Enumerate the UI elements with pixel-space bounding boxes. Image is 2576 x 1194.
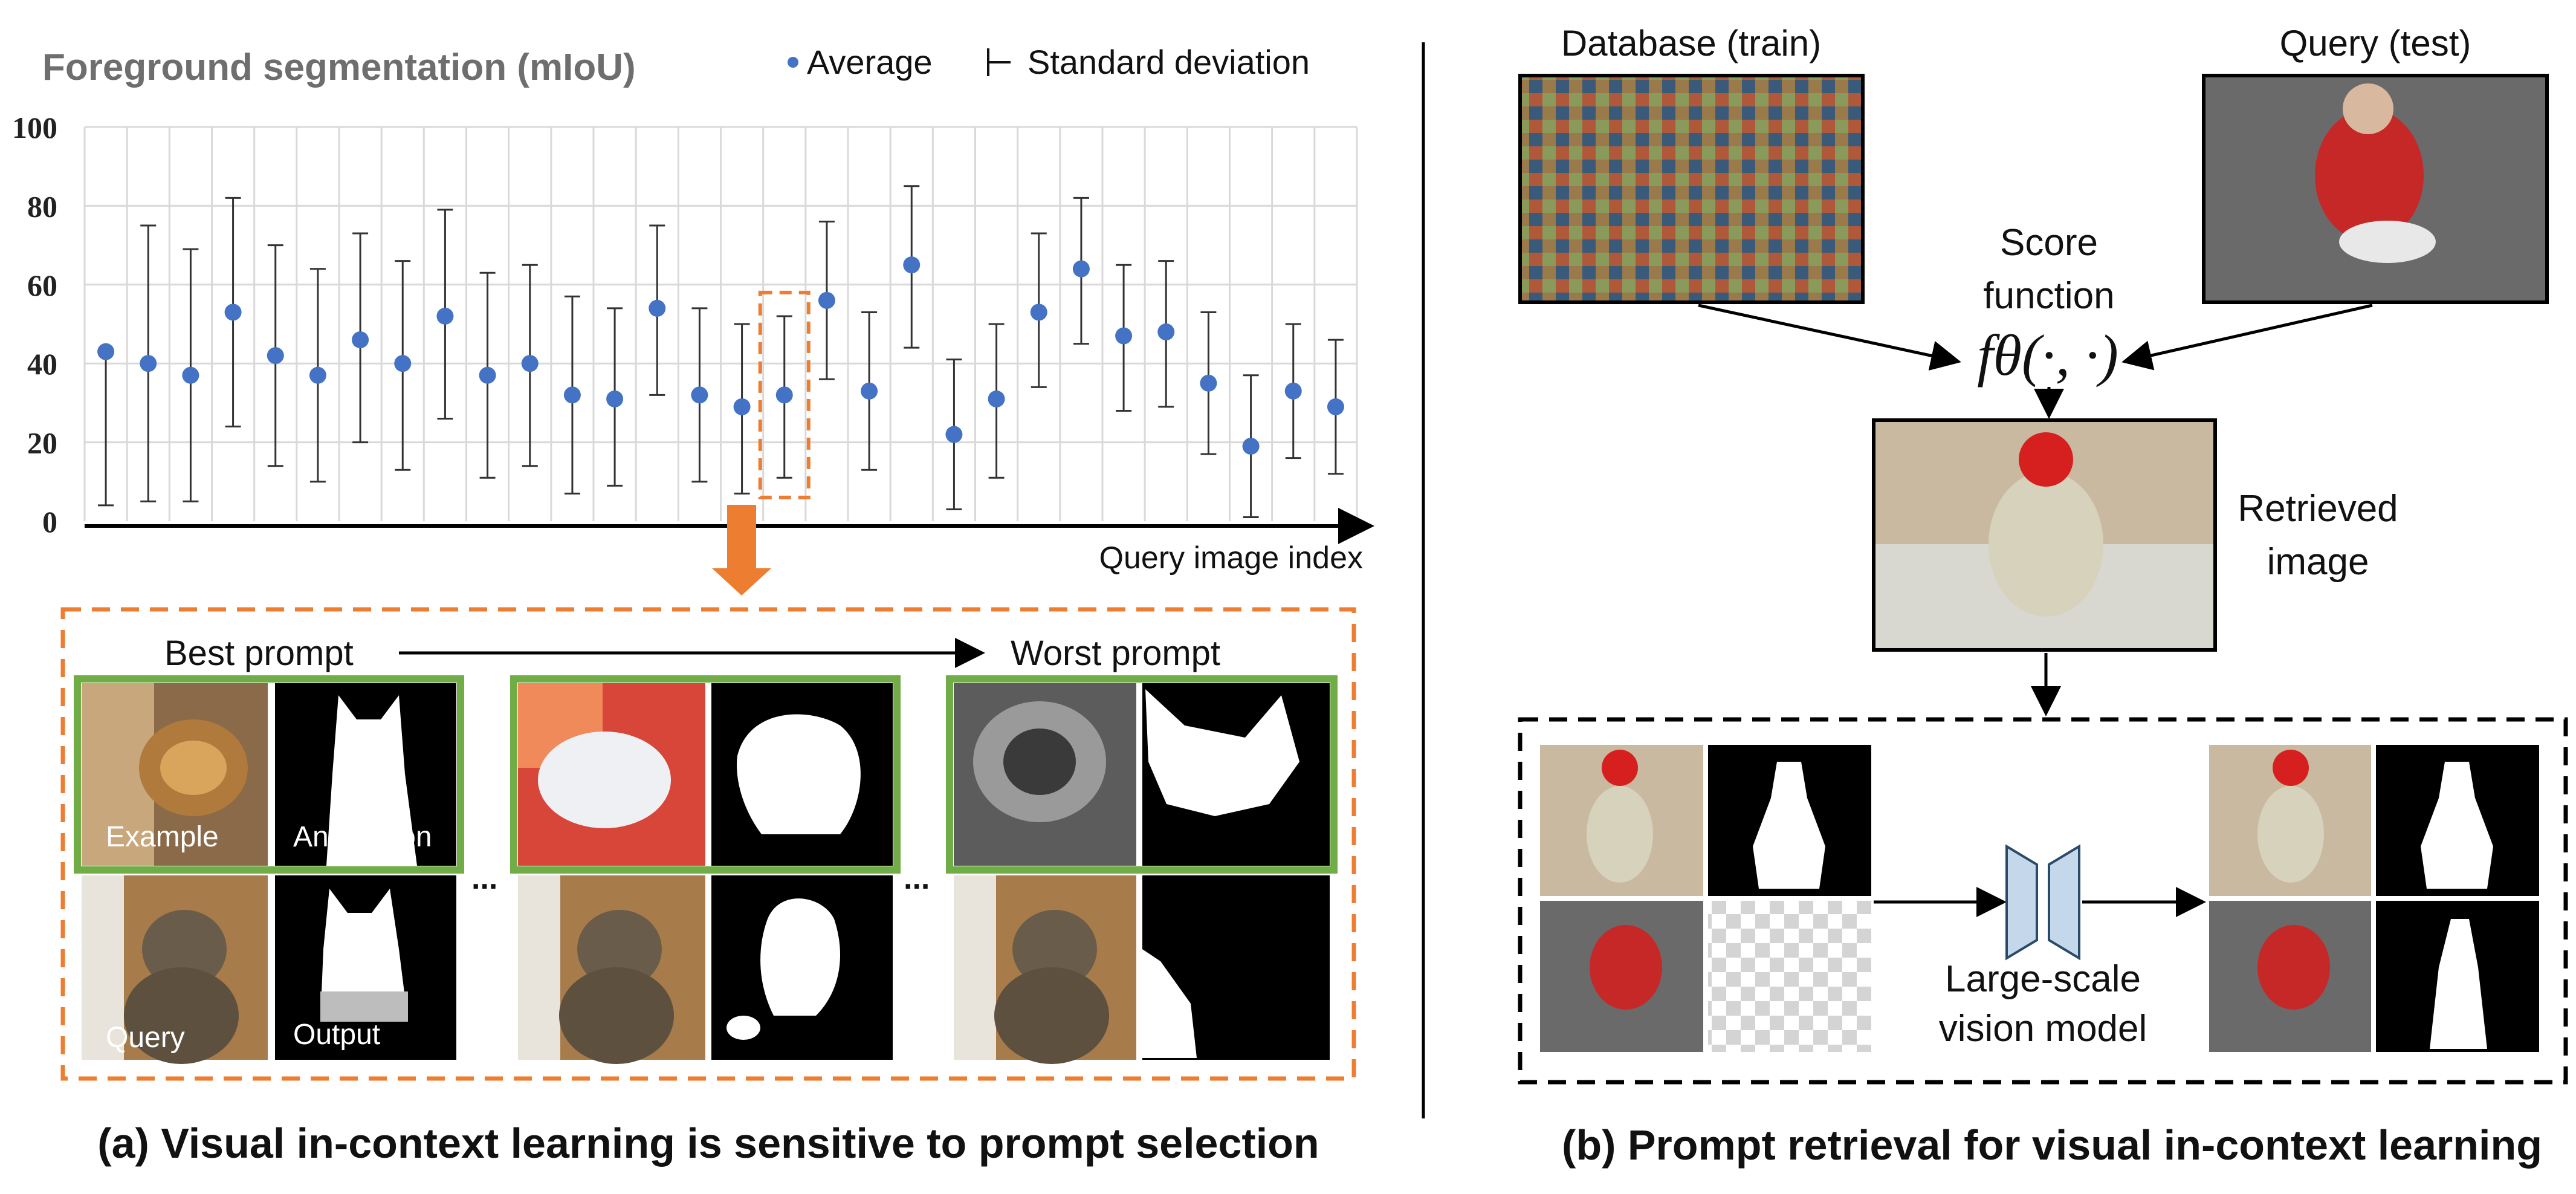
- query-test-image: [2202, 74, 2549, 304]
- average-points: [97, 256, 1344, 455]
- database-to-score-arrow: [1698, 303, 1961, 371]
- ellipsis: ...: [471, 861, 497, 896]
- average-point: [1327, 398, 1344, 415]
- highlight-rect: [758, 290, 811, 499]
- prompt-border: [946, 675, 1338, 874]
- average-point: [861, 382, 878, 400]
- prompt-border: [74, 675, 464, 874]
- ellipsis: ...: [904, 861, 930, 896]
- average-point: [988, 390, 1005, 407]
- legend-average-marker: [788, 57, 798, 68]
- average-point: [733, 398, 751, 415]
- example-label: Example: [106, 821, 219, 853]
- chart-legend: Average Standard deviation: [788, 43, 1310, 81]
- average-point: [903, 256, 921, 274]
- average-point: [352, 331, 369, 349]
- y-tick-label: 100: [12, 111, 57, 144]
- average-point: [1200, 374, 1217, 392]
- average-point: [563, 386, 581, 404]
- average-point: [140, 355, 157, 372]
- average-point: [1284, 382, 1302, 400]
- model-label-1: Large-scale: [1945, 958, 2141, 1000]
- prompt-border: [510, 675, 901, 874]
- average-point: [1072, 260, 1090, 277]
- average-point: [267, 347, 284, 365]
- vision-model-icon: [2005, 844, 2080, 961]
- average-point: [394, 355, 412, 372]
- model-label-2: vision model: [1939, 1008, 2147, 1050]
- y-tick-label: 40: [27, 347, 57, 381]
- average-point: [224, 303, 242, 321]
- y-tick-label: 20: [27, 426, 57, 460]
- y-axis-ticks: 0 20 40 60 80 100: [12, 111, 57, 539]
- average-point: [818, 291, 835, 309]
- score-formula: fθ(·, ·): [1977, 323, 2118, 388]
- average-point: [479, 366, 496, 384]
- model-input-grid: [1540, 745, 1871, 1052]
- prompt-worst: [946, 675, 1338, 1064]
- database-label: Database (train): [1561, 23, 1821, 63]
- average-point: [521, 355, 539, 372]
- annotation-label: Annotation: [293, 821, 432, 853]
- chart-gridlines: [83, 126, 1358, 521]
- output-label: Output: [293, 1019, 380, 1051]
- x-axis-label: Query image index: [1099, 540, 1363, 576]
- query-to-score-arrow: [2121, 303, 2373, 371]
- average-point: [649, 299, 666, 317]
- legend-average-label: Average: [807, 43, 933, 81]
- query-label: Query: [106, 1022, 185, 1054]
- score-label-1: Score: [2000, 222, 2098, 264]
- retrieved-image: [1872, 418, 2217, 652]
- y-tick-label: 60: [27, 268, 57, 302]
- best-prompt-label: Best prompt: [164, 634, 354, 673]
- average-point: [775, 386, 793, 404]
- database-image: [1518, 74, 1865, 304]
- average-point: [1115, 327, 1133, 345]
- average-point: [309, 366, 326, 384]
- retrieved-label-1: Retrieved: [2238, 488, 2398, 530]
- average-point: [436, 307, 454, 325]
- legend-std-label: Standard deviation: [1027, 43, 1310, 81]
- average-point: [1242, 438, 1260, 455]
- average-point: [1157, 323, 1175, 341]
- prompt-best: Example Annotation Query Output: [74, 675, 464, 1064]
- chart-title: Foreground segmentation (mIoU): [42, 47, 636, 88]
- average-point: [97, 343, 115, 360]
- average-point: [945, 426, 963, 443]
- query-test-label: Query (test): [2280, 23, 2471, 63]
- average-point: [1030, 303, 1047, 321]
- model-output-grid: [2209, 745, 2539, 1052]
- worst-prompt-label: Worst prompt: [1011, 634, 1220, 673]
- y-tick-label: 0: [42, 505, 57, 539]
- chart: Foreground segmentation (mIoU) Average S…: [12, 43, 1374, 576]
- score-label-2: function: [1983, 275, 2114, 317]
- y-tick-label: 80: [27, 189, 57, 223]
- caption-a: (a) Visual in-context learning is sensit…: [97, 1120, 1319, 1167]
- average-point: [691, 386, 708, 404]
- average-point: [182, 366, 199, 384]
- prompt-examples-box: [60, 607, 1356, 1081]
- prompt-middle: [510, 675, 901, 1064]
- average-point: [606, 390, 624, 407]
- inference-box: [1518, 717, 2568, 1085]
- retrieved-label-2: image: [2267, 541, 2369, 583]
- highlight-down-arrow: [712, 505, 771, 595]
- caption-b: (b) Prompt retrieval for visual in-conte…: [1562, 1121, 2542, 1169]
- highlight-box: [758, 290, 811, 499]
